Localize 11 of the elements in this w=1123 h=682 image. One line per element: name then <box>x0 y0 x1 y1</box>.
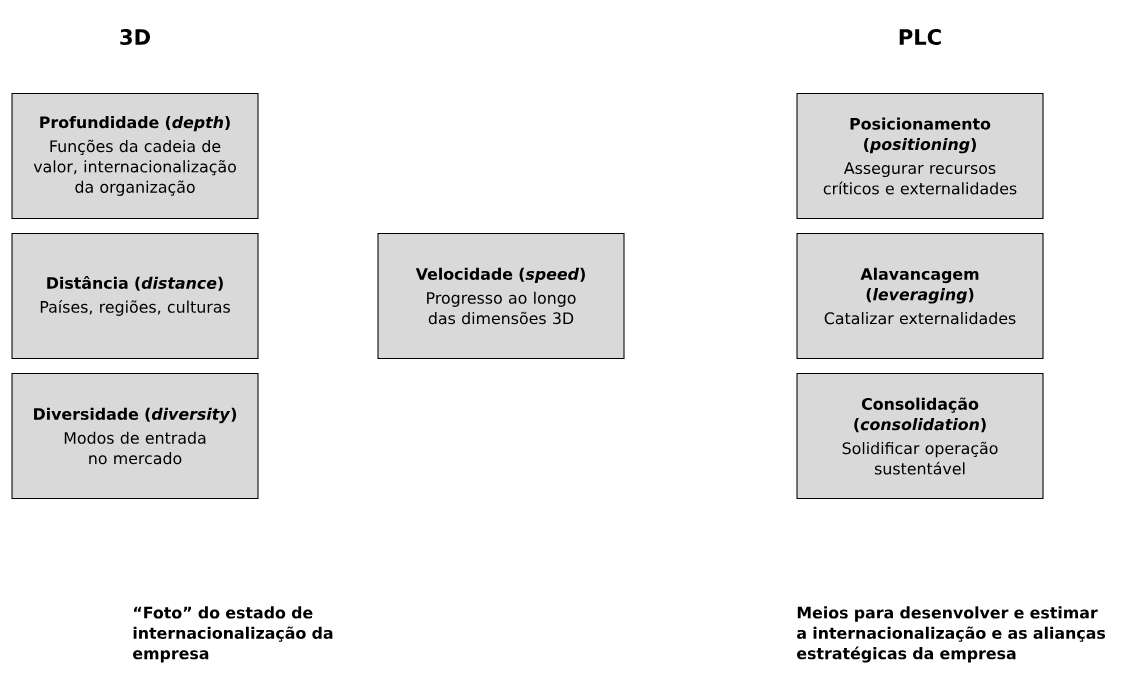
text-box: Distância (distance) Países, regiões, culturas <box>11 232 259 360</box>
text-box: Velocidade (speed) Progresso ao longo das dimensões 3D <box>377 232 625 360</box>
column-heading: 3D <box>120 29 150 45</box>
column-heading: PLC <box>899 29 941 45</box>
text-box: Posicionamento (positioning) Assegurar recursos críticos e externalidades <box>796 92 1044 220</box>
text-box: Profundidade (depth) Funções da cadeia de valor, internacionalização da organização <box>11 92 259 220</box>
note-text: Meios para desenvolver e estimar a internacionalização e as alianças estratégicas da empresa <box>797 606 1106 663</box>
text-box: Diversidade (diversity) Modos de entrada no mercado <box>11 372 259 500</box>
text-box: Consolidação (consolidation) Solidificar operação sustentável <box>796 372 1044 500</box>
note-text: “Foto” do estado de internacionalização da empresa <box>133 606 333 663</box>
text-box: Alavancagem (leveraging) Catalizar externalidades <box>796 232 1044 360</box>
